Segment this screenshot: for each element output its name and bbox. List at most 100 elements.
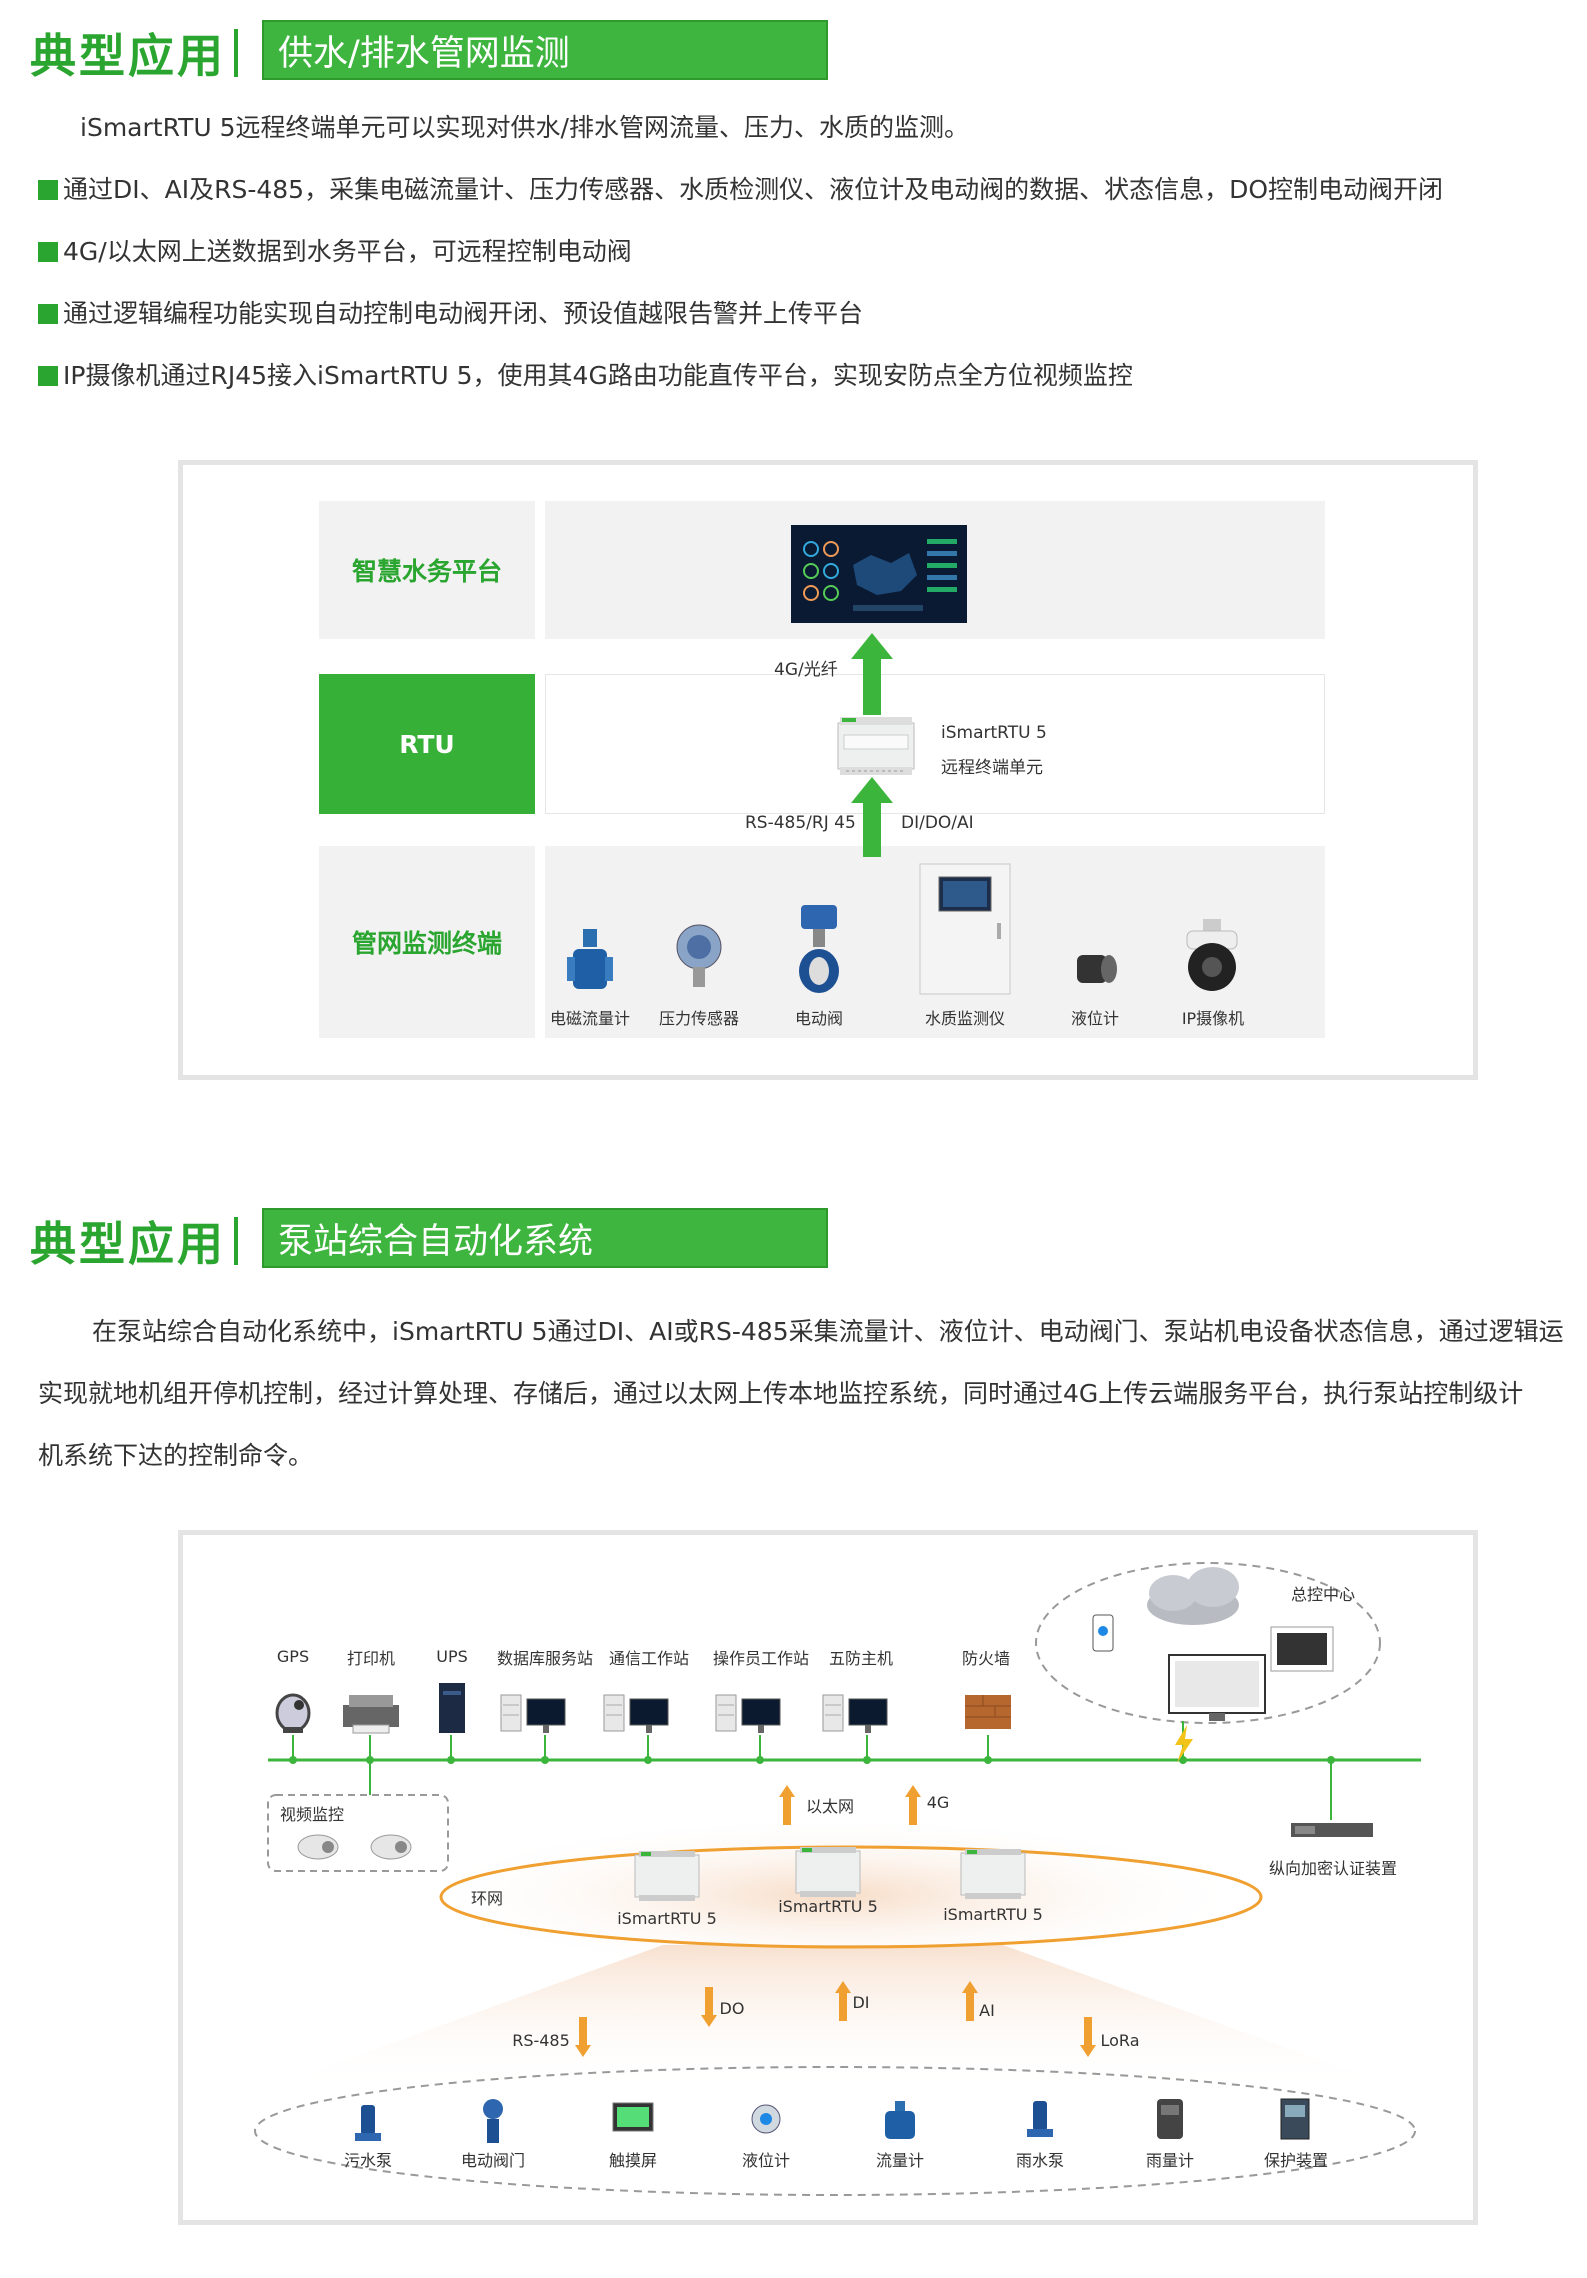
section2-header: 典型应用	[30, 1210, 238, 1272]
field-device-label: 保护装置	[1263, 2151, 1328, 2170]
top-device-label: UPS	[436, 1647, 468, 1666]
bullet-item: IP摄像机通过RJ45接入iSmartRTU 5，使用其4G路由功能直传平台，实…	[38, 358, 1133, 394]
protection-device-icon	[1280, 2098, 1310, 2140]
encryption-device-label: 纵向加密认证装置	[1268, 1859, 1397, 1878]
field-device-label: 液位计	[741, 2151, 790, 2170]
rtu-desc: 远程终端单元	[941, 758, 1043, 778]
touch-screen-icon	[612, 2102, 654, 2132]
comm-workstation-icon	[603, 1694, 669, 1733]
device-label: 压力传感器	[658, 1009, 739, 1028]
di-up-arrow-icon	[835, 1981, 851, 2021]
field-device-label: 流量计	[875, 2151, 924, 2170]
field-device-label: 电动阀门	[460, 2151, 525, 2170]
pump-station-diagram: GPS 打印机 UPS 数据库服务站 通信工作站 操作员工作站 五防主机 防火墙…	[178, 1530, 1478, 2225]
top-device-label: 防火墙	[961, 1649, 1010, 1668]
bullet-item: 4G/以太网上送数据到水务平台，可远程控制电动阀	[38, 234, 632, 270]
rtu-device-icon	[795, 1847, 861, 1897]
top-device-label: 数据库服务站	[496, 1649, 593, 1668]
rs485-down-arrow-icon	[575, 2017, 591, 2057]
row-label-terminals: 管网监测终端	[319, 846, 535, 1038]
row-label-rtu: RTU	[319, 674, 535, 814]
lora-down-arrow-icon	[1080, 2017, 1096, 2057]
bullet-text: IP摄像机通过RJ45接入iSmartRTU 5，使用其4G路由功能直传平台，实…	[63, 361, 1133, 390]
downlink-arrow-icon	[851, 777, 893, 857]
flowmeter-icon	[567, 929, 613, 989]
encryption-device-icon	[1291, 1823, 1373, 1837]
gps-icon	[275, 1693, 311, 1733]
top-device-label: 五防主机	[828, 1649, 893, 1668]
phone-icon	[1092, 1614, 1114, 1652]
net4g-up-arrow-icon	[905, 1785, 921, 1825]
downlink-right-label: DI/DO/AI	[901, 813, 974, 833]
lightning-icon	[1175, 1725, 1193, 1763]
device-label: 电磁流量计	[549, 1009, 630, 1028]
section2-paragraph-line: 实现就地机组开停机控制，经过计算处理、存储后，通过以太网上传本地监控系统，同时通…	[38, 1379, 1524, 1408]
bullet-square-icon	[38, 180, 58, 200]
signal-label-lora: LoRa	[1100, 2031, 1140, 2050]
do-down-arrow-icon	[701, 1987, 717, 2027]
bullet-text: 通过DI、AI及RS-485，采集电磁流量计、压力传感器、水质检测仪、液位计及电…	[63, 175, 1444, 204]
field-device-label: 触摸屏	[608, 2151, 657, 2170]
electric-valve-icon	[799, 905, 839, 993]
rainwater-pump-icon	[1027, 2101, 1053, 2137]
section2-title: 典型应用	[30, 1217, 226, 1271]
rtu-label: iSmartRTU 5	[778, 1897, 878, 1916]
dashboard-screen-icon	[791, 525, 967, 623]
ip-camera-icon	[1186, 919, 1238, 991]
title-divider	[234, 1217, 238, 1265]
rtu-name: iSmartRTU 5	[941, 723, 1047, 743]
bullet-square-icon	[38, 242, 58, 262]
device-label: IP摄像机	[1181, 1009, 1245, 1028]
database-server-icon	[500, 1694, 566, 1733]
bullet-text: 4G/以太网上送数据到水务平台，可远程控制电动阀	[63, 237, 632, 266]
section2-banner: 泵站综合自动化系统	[262, 1208, 828, 1268]
cloud-icon	[1147, 1567, 1239, 1625]
top-device-label: 打印机	[346, 1649, 395, 1668]
bullet-item: 通过DI、AI及RS-485，采集电磁流量计、压力传感器、水质检测仪、液位计及电…	[38, 172, 1443, 208]
bullet-text: 通过逻辑编程功能实现自动控制电动阀开闭、预设值越限告警并上传平台	[63, 299, 864, 328]
field-device-label: 雨水泵	[1015, 2151, 1064, 2170]
row-label-platform: 智慧水务平台	[319, 501, 535, 639]
device-label: 液位计	[1070, 1009, 1119, 1028]
section1-title: 典型应用	[30, 29, 226, 83]
pressure-sensor-icon	[676, 924, 722, 987]
signal-label-di: DI	[852, 1993, 870, 2012]
camera-icon	[297, 1834, 412, 1860]
level-gauge-icon	[751, 2104, 781, 2134]
field-device-label: 污水泵	[343, 2151, 392, 2170]
device-label: 电动阀	[794, 1009, 843, 1028]
section1-banner: 供水/排水管网监测	[262, 20, 828, 80]
five-defense-host-icon	[822, 1694, 888, 1733]
rtu-device-icon	[837, 717, 915, 775]
section1-intro: iSmartRTU 5远程终端单元可以实现对供水/排水管网流量、压力、水质的监测…	[80, 113, 969, 142]
operator-workstation-icon	[715, 1694, 781, 1733]
rain-gauge-icon	[1157, 2099, 1183, 2139]
ai-up-arrow-icon	[962, 1981, 978, 2021]
pump-station-svg	[254, 1562, 1421, 2196]
field-devices-boundary	[254, 2066, 1416, 2196]
device-label: 水质监测仪	[924, 1009, 1005, 1028]
signal-label-ai: AI	[979, 2001, 995, 2020]
ethernet-up-arrow-icon	[779, 1785, 795, 1825]
field-device-label: 雨量计	[1145, 2151, 1194, 2170]
water-quality-cabinet-icon	[919, 863, 1011, 995]
ring-network-label: 环网	[470, 1889, 503, 1908]
uplink-label: 4G/光纤	[774, 660, 838, 680]
top-device-label: GPS	[276, 1647, 310, 1666]
signal-label-do: DO	[719, 1999, 745, 2018]
ups-icon	[439, 1683, 465, 1733]
bus-nodes	[289, 1735, 1335, 1820]
rtu-row-body	[545, 674, 1325, 814]
signal-label-rs485: RS-485	[512, 2031, 570, 2050]
firewall-icon	[965, 1695, 1011, 1729]
bullet-square-icon	[38, 304, 58, 324]
electric-valve-door-icon	[483, 2099, 503, 2143]
sewage-pump-icon	[355, 2105, 381, 2141]
level-meter-icon	[1077, 955, 1117, 983]
ethernet-label: 以太网	[805, 1797, 854, 1816]
bullet-item: 通过逻辑编程功能实现自动控制电动阀开闭、预设值越限告警并上传平台	[38, 296, 863, 332]
monitor-icon	[1168, 1654, 1266, 1721]
bullet-square-icon	[38, 366, 58, 386]
screen-display-icon	[1270, 1626, 1334, 1672]
rtu-device-icon	[634, 1851, 700, 1901]
